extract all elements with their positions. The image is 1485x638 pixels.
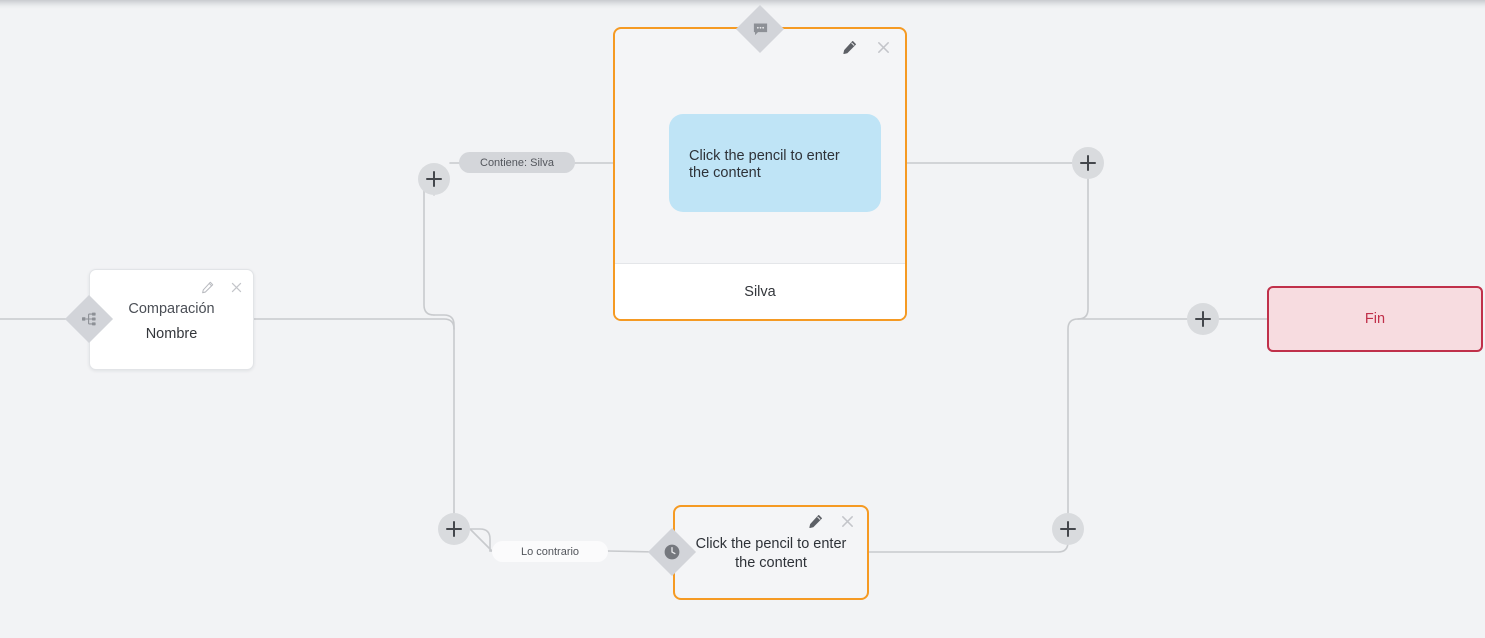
node-comparison-title: Comparación — [128, 301, 215, 317]
message-bubble: Click the pencil to enter the content — [669, 114, 881, 212]
add-node-button-bottom-right[interactable] — [1052, 513, 1084, 545]
node-wait-toolbar — [808, 514, 855, 529]
pencil-icon[interactable] — [808, 514, 823, 529]
node-comparison[interactable]: Comparación Nombre — [89, 269, 254, 370]
node-message-card[interactable]: Click the pencil to enter the content Si… — [613, 27, 907, 321]
node-wait-body-text: Click the pencil to enter the content — [695, 536, 847, 571]
node-message-toolbar — [842, 40, 891, 55]
node-comparison-toolbar — [201, 281, 243, 294]
node-end-label: Fin — [1364, 311, 1386, 327]
clock-icon — [655, 535, 689, 569]
chat-bubble-icon — [743, 12, 777, 46]
edge-label-contiene[interactable]: Contiene: Silva — [459, 152, 575, 173]
branch-icon — [72, 302, 106, 336]
close-icon[interactable] — [230, 281, 243, 294]
pencil-icon[interactable] — [201, 281, 214, 294]
branch-icon-badge — [64, 294, 114, 344]
edge-label-lo-contrario[interactable]: Lo contrario — [492, 541, 608, 562]
close-icon[interactable] — [840, 514, 855, 529]
add-node-button-bottom-left[interactable] — [438, 513, 470, 545]
close-icon[interactable] — [876, 40, 891, 55]
add-node-button-top-right[interactable] — [1072, 147, 1104, 179]
node-end[interactable]: Fin — [1267, 286, 1483, 352]
chat-bubble-icon-badge — [735, 4, 785, 54]
add-node-button-end[interactable] — [1187, 303, 1219, 335]
node-comparison-subtitle: Nombre — [145, 326, 198, 342]
node-wait-card[interactable]: Click the pencil to enter the content — [673, 505, 869, 600]
add-node-button-top-left[interactable] — [418, 163, 450, 195]
header-shadow — [0, 0, 1485, 9]
pencil-icon[interactable] — [842, 40, 857, 55]
clock-icon-badge — [647, 527, 697, 577]
node-message-footer-label: Silva — [615, 263, 905, 319]
